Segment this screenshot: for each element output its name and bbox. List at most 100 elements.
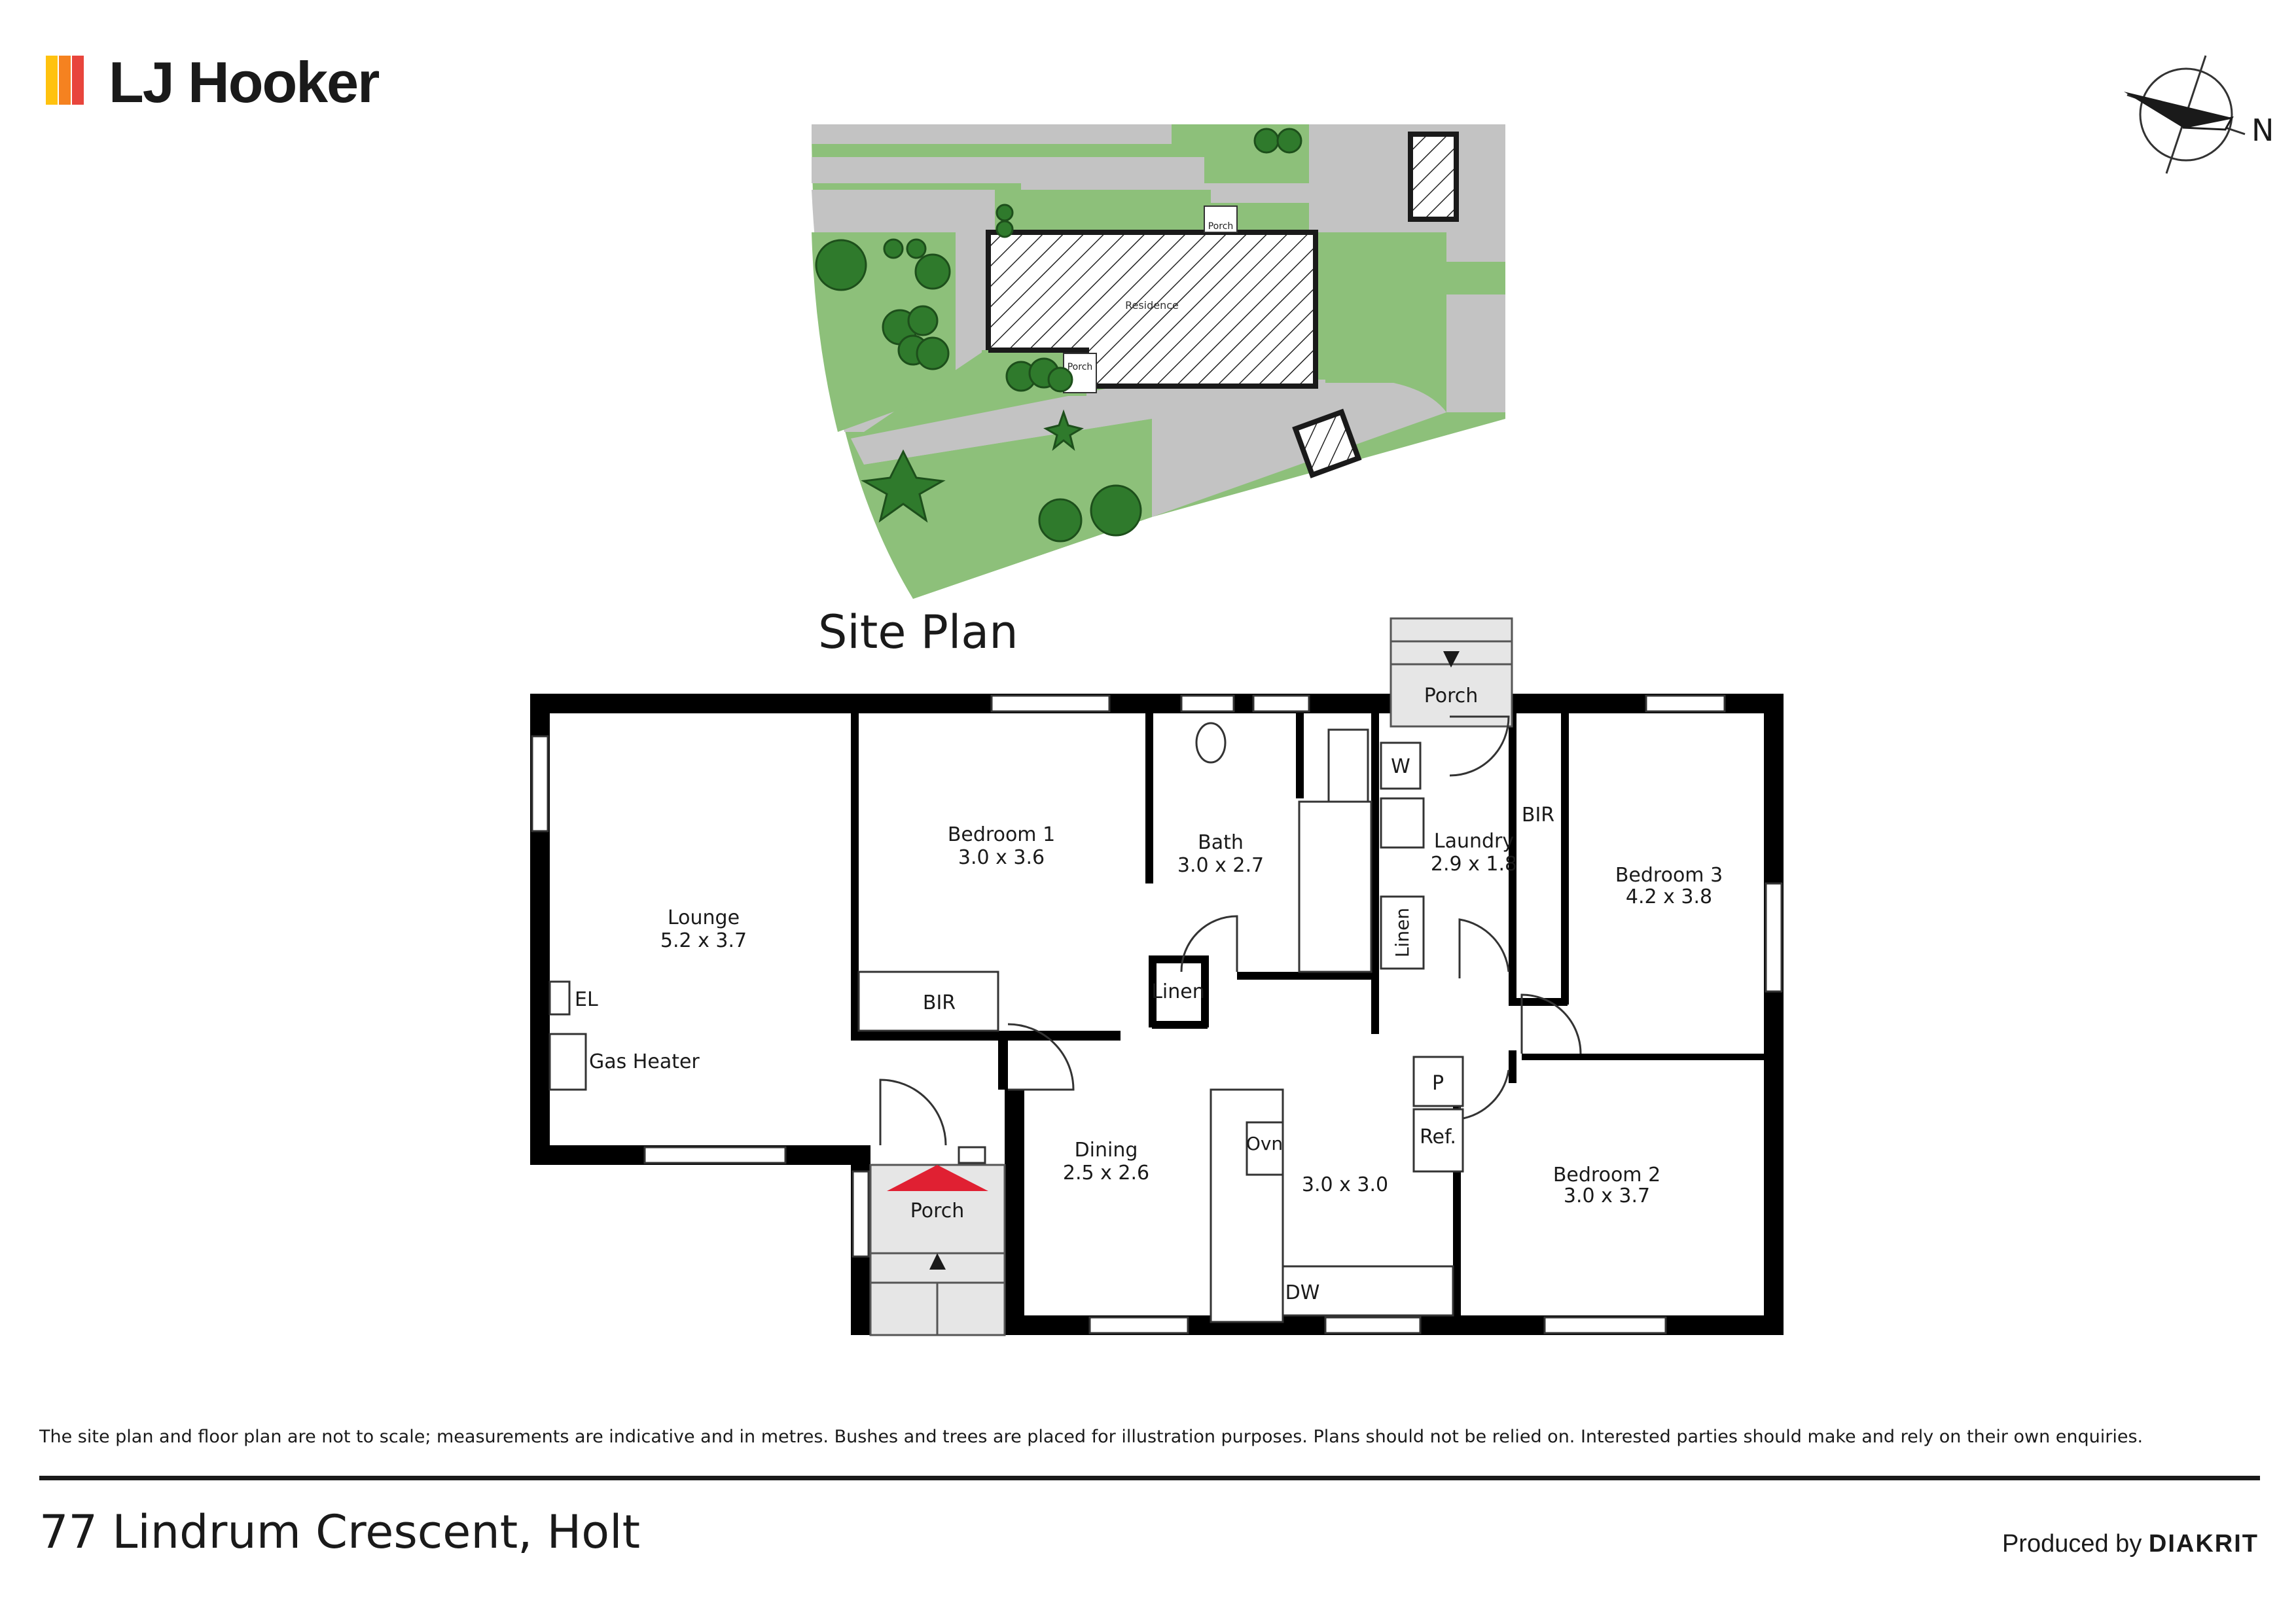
compass-needle	[2124, 92, 2232, 128]
room-size-bedroom-3: 4.2 x 3.8	[1626, 885, 1712, 908]
room-size-bath: 3.0 x 2.7	[1177, 854, 1264, 877]
lj-hooker-logo: LJ Hooker	[46, 52, 380, 115]
shed	[1408, 132, 1459, 222]
tree-icon	[906, 238, 927, 259]
outbuilding	[1292, 408, 1362, 478]
window	[852, 1170, 870, 1258]
logo-wordmark: LJ Hooker	[109, 52, 379, 115]
site-plan: Residence Porch Porch Site Plan	[812, 124, 1505, 659]
washer-label: W	[1391, 755, 1410, 778]
door-swing	[1007, 1023, 1075, 1091]
toilet-icon	[1195, 722, 1227, 764]
door-swing	[879, 1079, 947, 1146]
producer-name: DIAKRIT	[2148, 1530, 2259, 1558]
kitchen-sink-bench	[1282, 1265, 1454, 1317]
fridge-label: Ref.	[1420, 1126, 1456, 1149]
logo-stripe-yellow	[46, 56, 58, 105]
entry-marker-icon	[887, 1165, 988, 1191]
room-name-dining: Dining	[1075, 1139, 1138, 1162]
bir-3-label: BIR	[1522, 804, 1554, 827]
window	[990, 694, 1111, 713]
north-compass: N	[2124, 55, 2274, 174]
palm-icon	[1043, 409, 1084, 451]
tree-icon	[1047, 366, 1073, 393]
oven-label: Ovn	[1246, 1133, 1283, 1154]
door-swing	[1180, 915, 1238, 972]
tree-icon	[916, 336, 950, 370]
gas-heater-label: Gas Heater	[589, 1050, 700, 1073]
window	[1180, 694, 1235, 713]
tree-icon	[996, 220, 1014, 238]
rear-porch	[1390, 617, 1513, 728]
produced-by-credit: Produced by DIAKRIT	[2002, 1530, 2259, 1558]
compass-needle-tail	[2182, 116, 2234, 131]
porch-rear	[1204, 205, 1238, 233]
linen-cupboard	[1380, 895, 1425, 970]
property-address: 77 Lindrum Crescent, Holt	[39, 1505, 641, 1559]
footer-divider	[39, 1476, 2260, 1480]
window	[1645, 694, 1726, 713]
compass-ring	[2139, 67, 2233, 162]
room-size-dining: 2.5 x 2.6	[1063, 1162, 1149, 1185]
front-porch-label: Porch	[910, 1200, 965, 1222]
door-swing	[1449, 715, 1510, 777]
bathtub	[1298, 800, 1372, 973]
linen-laundry-label: Linen	[1391, 908, 1413, 957]
tree-icon	[996, 204, 1014, 222]
front-entry-arrow-icon	[929, 1253, 946, 1270]
window	[958, 1146, 986, 1164]
window	[1252, 694, 1310, 713]
laundry-tub	[1380, 797, 1425, 849]
room-name-laundry: Laundry	[1434, 830, 1514, 853]
logo-stripe-orange	[59, 56, 71, 105]
tree-icon	[1038, 498, 1083, 543]
tree-icon	[1276, 128, 1302, 154]
compass-north-label: N	[2251, 113, 2274, 148]
rear-entry-arrow-icon	[1443, 651, 1460, 668]
el-label: EL	[575, 988, 598, 1011]
bir-1-label: BIR	[923, 991, 956, 1014]
window	[643, 1146, 787, 1164]
room-size-bedroom-1: 3.0 x 3.6	[958, 846, 1045, 869]
tree-icon	[907, 305, 939, 336]
pantry-label: P	[1432, 1072, 1444, 1095]
room-name-bath: Bath	[1198, 831, 1244, 854]
room-name-lounge: Lounge	[668, 906, 740, 929]
room-size-bedroom-2: 3.0 x 3.7	[1564, 1185, 1650, 1207]
door-swing	[1458, 918, 1510, 978]
tree-icons	[815, 128, 1302, 543]
bir-1-box	[857, 971, 999, 1032]
window	[531, 735, 549, 832]
residence-label: Residence	[1125, 299, 1179, 312]
pantry-box	[1412, 1056, 1464, 1107]
rear-porch-label: Porch	[1424, 685, 1479, 707]
dishwasher-label: DW	[1285, 1281, 1320, 1304]
tree-icon	[914, 253, 951, 290]
tree-icon	[815, 239, 867, 291]
door-swing	[1520, 993, 1582, 1054]
floor-plan: Porch Porch Lounge 5.2 x 3.7 Bedroom 1 3…	[530, 617, 1784, 1336]
window	[1543, 1316, 1667, 1334]
room-size-laundry: 2.9 x 1.8	[1431, 853, 1517, 876]
windows	[531, 694, 1783, 1334]
el-box	[548, 980, 571, 1016]
room-size-lounge: 5.2 x 3.7	[660, 929, 747, 952]
fridge-box	[1412, 1108, 1464, 1173]
porch-front-label: Porch	[1067, 362, 1093, 372]
porch-rear-label: Porch	[1208, 221, 1234, 232]
produced-by-label: Produced by	[2001, 1530, 2142, 1558]
fixtures	[548, 722, 1464, 1323]
room-name-bedroom-1: Bedroom 1	[948, 823, 1055, 846]
room-size-kitchen: 3.0 x 3.0	[1302, 1173, 1388, 1196]
gas-heater-box	[548, 1033, 587, 1091]
disclaimer-text: The site plan and floor plan are not to …	[39, 1427, 2144, 1447]
room-name-bedroom-2: Bedroom 2	[1553, 1164, 1660, 1186]
front-porch	[869, 1164, 1006, 1336]
doors	[879, 715, 1582, 1146]
logo-stripe-red	[72, 56, 84, 105]
bath-vanity	[1327, 728, 1369, 803]
window	[1765, 882, 1783, 993]
linen-hall-label: Linen	[1151, 980, 1205, 1003]
oven-box	[1246, 1121, 1284, 1176]
room-name-bedroom-3: Bedroom 3	[1615, 864, 1723, 887]
